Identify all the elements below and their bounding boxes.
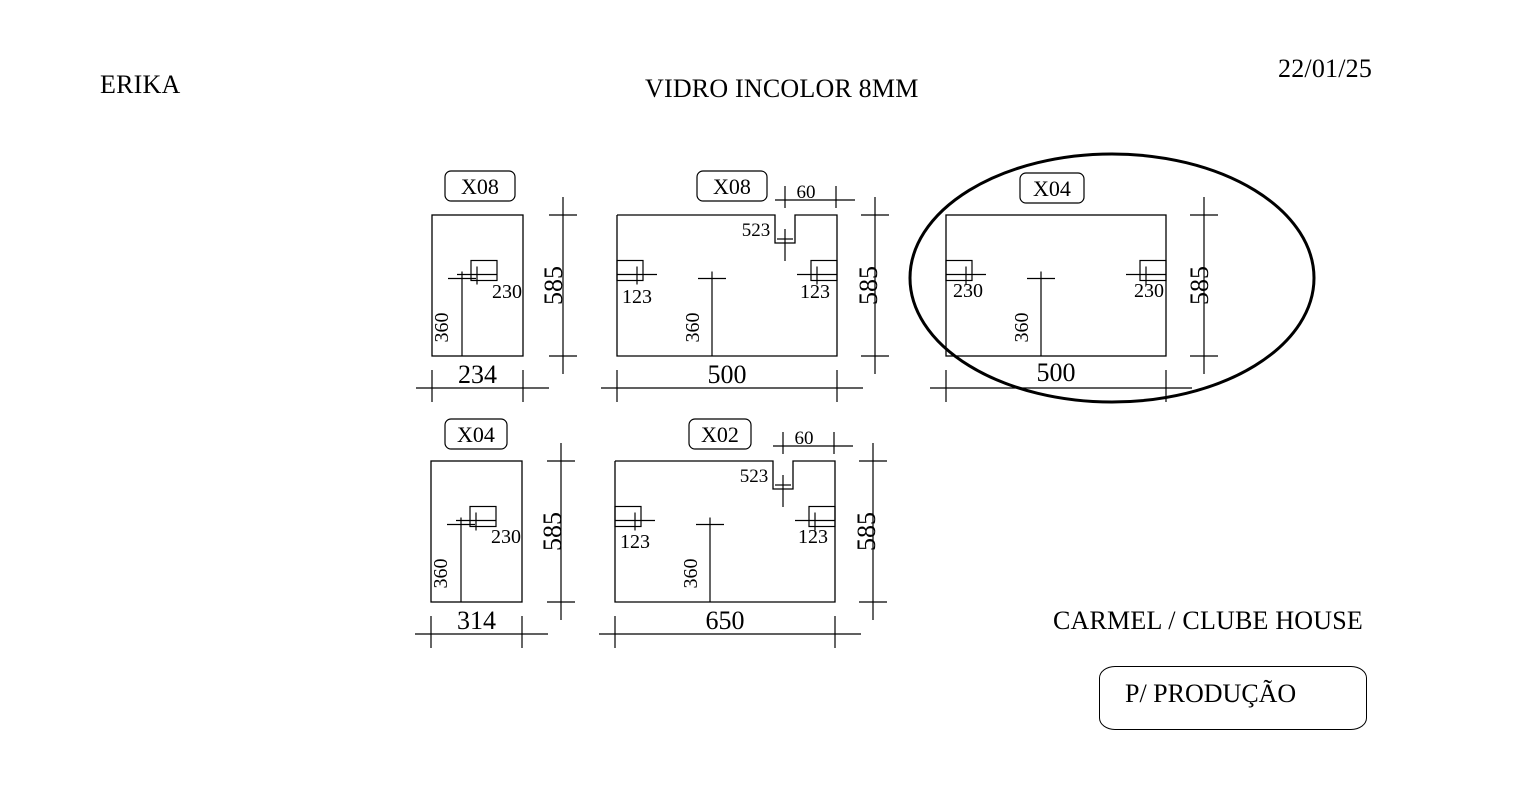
hinge-cutout [1139, 259, 1167, 282]
panel-outline [431, 214, 524, 357]
status-stamp-label: P/ PRODUÇÃO [1125, 679, 1297, 708]
panel-tag-label: X08 [713, 174, 751, 199]
height-dimension-label: 585 [1185, 266, 1214, 305]
panel-outline [614, 460, 836, 603]
hinge-cutout [469, 505, 497, 528]
height-dimension-label: 585 [852, 512, 881, 551]
hinge-cutout [810, 259, 838, 282]
hinge-dimension-label: 230 [492, 281, 522, 303]
status-stamp-box [1099, 666, 1367, 730]
hinge-dimension-label: 123 [620, 531, 650, 553]
drawing-date: 22/01/25 [1278, 54, 1373, 83]
height-dimension-label: 585 [854, 266, 883, 305]
hinge-cutout [945, 259, 973, 282]
panel-tag-box [444, 170, 516, 202]
hinge-cutout [614, 505, 642, 528]
width-dimension-label: 314 [457, 606, 496, 635]
height-dimension-label: 585 [538, 512, 567, 551]
center-hole-label: 360 [680, 559, 702, 589]
width-dimension-label: 500 [1037, 358, 1076, 387]
panel-tag-box [1019, 172, 1085, 204]
width-dimension-label: 234 [458, 360, 497, 389]
panel-tag-box [688, 418, 752, 450]
material-title: VIDRO INCOLOR 8MM [645, 74, 919, 103]
hinge-dimension-label: 230 [953, 280, 983, 302]
panel-tag-box [696, 170, 768, 202]
hinge-dimension-label: 123 [622, 286, 652, 308]
panel-tag-box [444, 418, 508, 450]
notch-depth-label: 523 [742, 220, 771, 241]
panel-tag-label: X02 [701, 422, 739, 447]
center-hole-label: 360 [430, 559, 452, 589]
notch-width-label: 60 [795, 428, 814, 449]
panel-tag-label: X08 [461, 174, 499, 199]
hinge-dimension-label: 230 [491, 526, 521, 548]
center-hole-label: 360 [1011, 313, 1033, 343]
glass-panel-2: 60 523 X08 500 585 360 123 123 [601, 170, 889, 402]
center-hole-label: 360 [431, 313, 453, 343]
panel-tag-label: X04 [1033, 176, 1071, 201]
hinge-cutout [616, 259, 644, 282]
height-dimension-label: 585 [539, 266, 568, 305]
glass-panel-3: X04 500 585 360 230 230 [930, 172, 1218, 402]
hinge-dimension-label: 123 [798, 526, 828, 548]
panel-outline [945, 214, 1167, 357]
hinge-cutout [470, 259, 498, 282]
panel-outline [430, 460, 523, 603]
width-dimension-label: 650 [706, 606, 745, 635]
project-name: CARMEL / CLUBE HOUSE [1053, 606, 1363, 635]
glass-panel-4: X04 314 585 360 230 [415, 418, 575, 648]
glass-panel-1: X08 234 585 360 230 [416, 170, 577, 402]
hinge-dimension-label: 230 [1134, 280, 1164, 302]
hinge-dimension-label: 123 [800, 281, 830, 303]
panel-outline [616, 214, 838, 357]
notch-width-label: 60 [797, 182, 816, 203]
highlight-circle [908, 152, 1316, 404]
client-name: ERIKA [100, 70, 181, 99]
width-dimension-label: 500 [708, 360, 747, 389]
hinge-cutout [808, 505, 836, 528]
center-hole-label: 360 [682, 313, 704, 343]
notch-depth-label: 523 [740, 466, 769, 487]
panel-tag-label: X04 [457, 422, 495, 447]
